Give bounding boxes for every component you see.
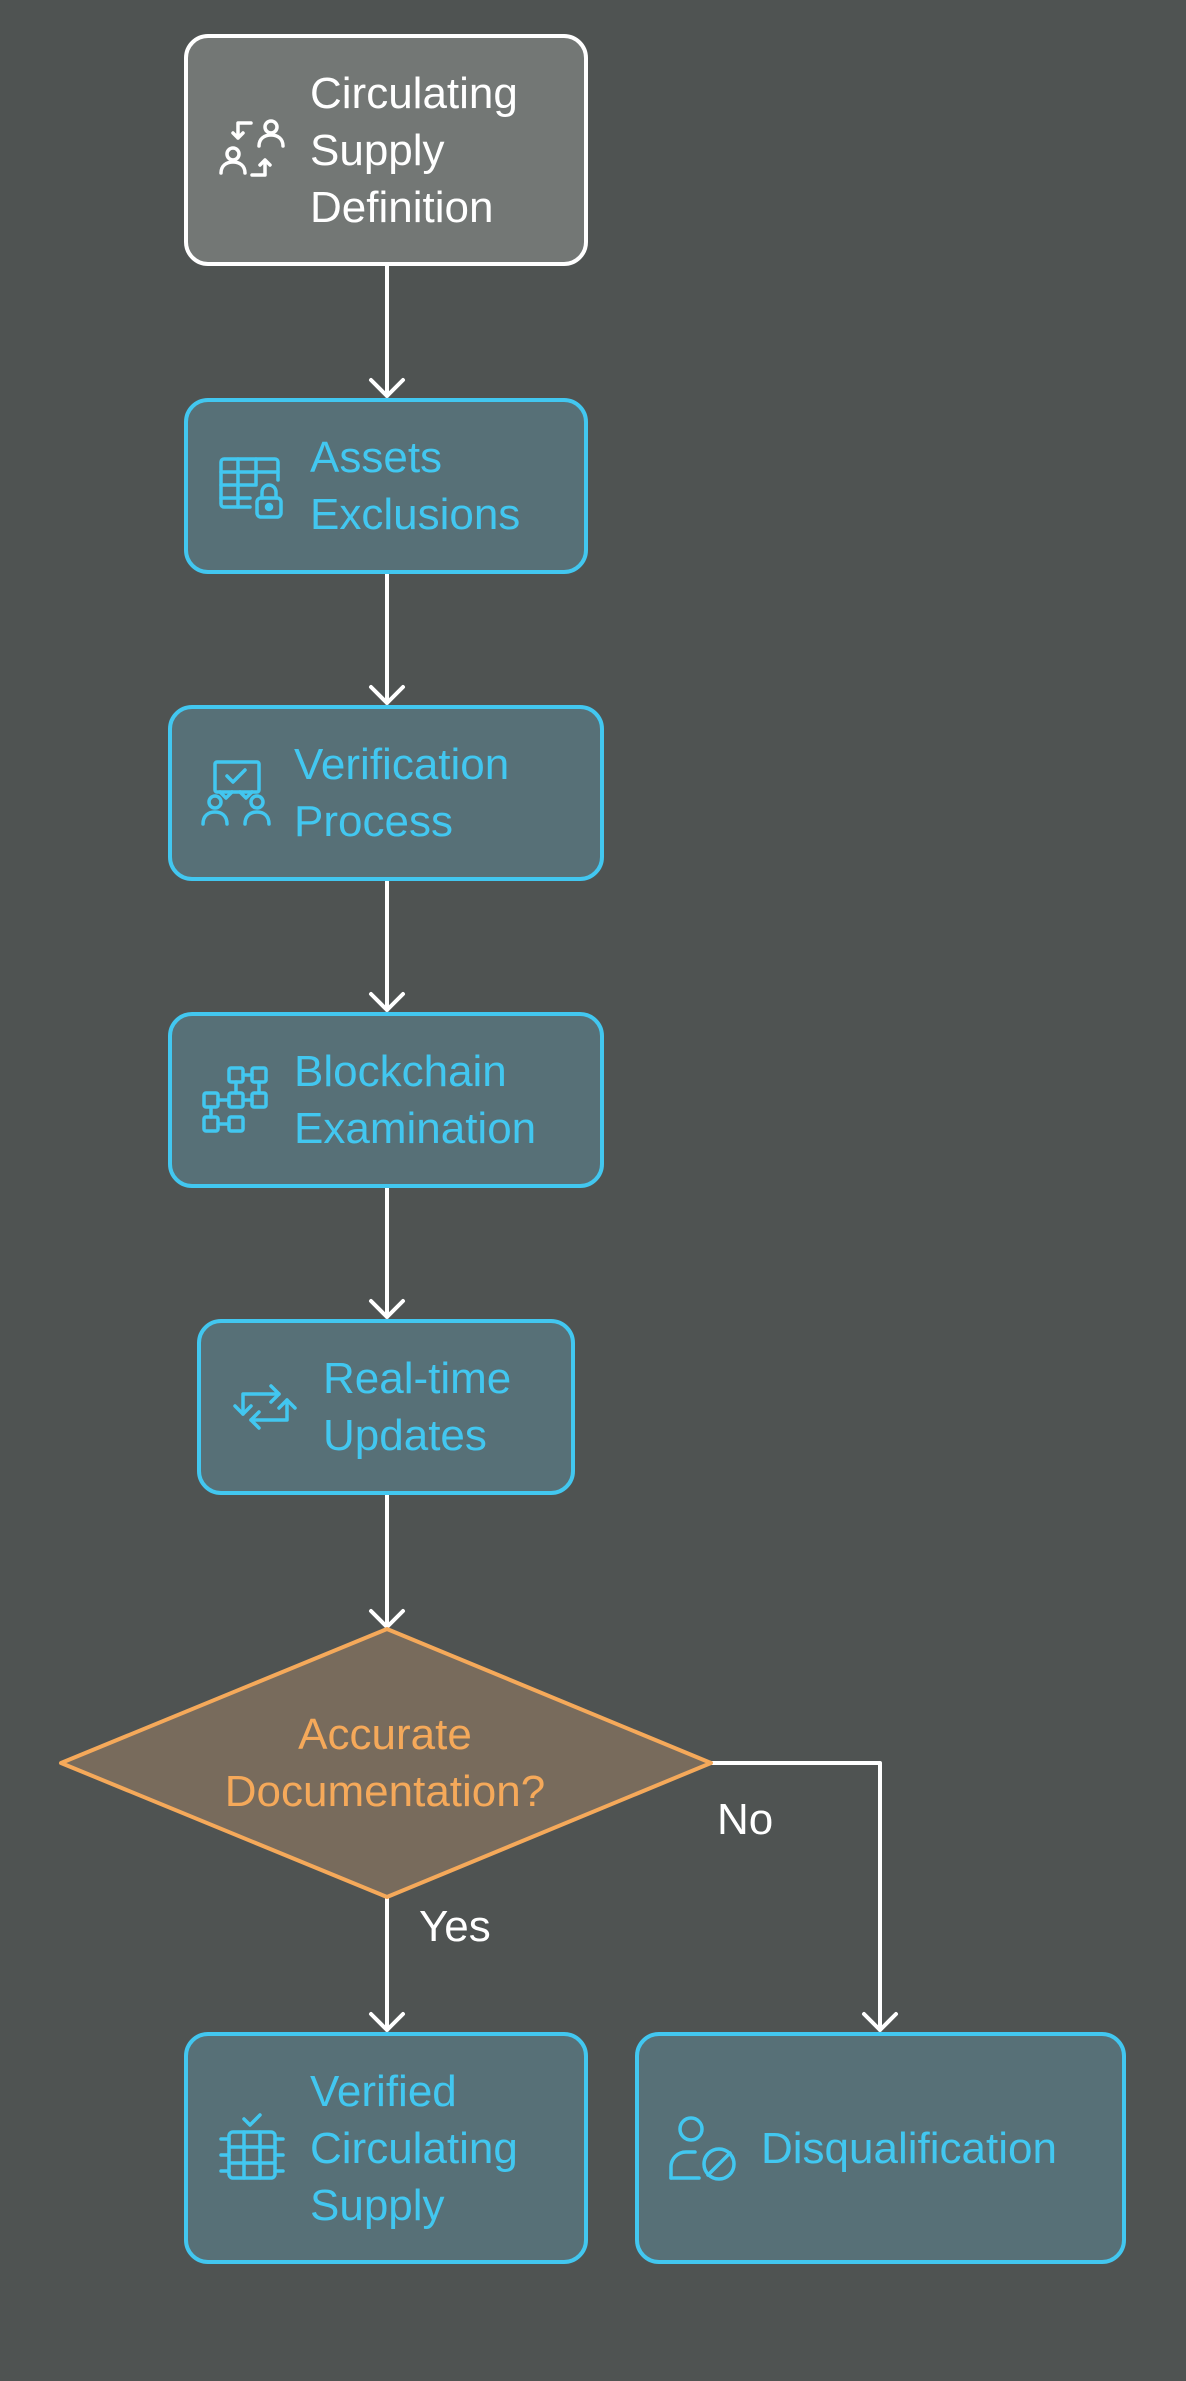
node-label: Disqualification <box>761 2123 1057 2173</box>
node-label: Assets Exclusions <box>310 433 521 539</box>
node-circulating-supply-definition: Circulating Supply Definition <box>184 34 588 266</box>
node-verification-process: Verification Process <box>168 705 604 881</box>
edge-label-yes: Yes <box>419 1902 491 1951</box>
edge-decision-no <box>709 1761 898 2032</box>
swap-users-icon <box>216 114 288 186</box>
verified-stack-icon <box>216 2112 288 2184</box>
repeat-icon <box>229 1371 301 1443</box>
locked-table-icon <box>216 450 288 522</box>
node-label: Blockchain Examination <box>294 1047 537 1153</box>
block-grid-icon <box>200 1064 272 1136</box>
decision-label: Accurate Documentation? <box>224 1710 546 1816</box>
node-realtime-updates: Real-time Updates <box>197 1319 575 1495</box>
decision-diamond <box>59 1627 713 1899</box>
presentation-users-icon <box>200 757 272 829</box>
node-label: Real-time Updates <box>323 1354 512 1460</box>
edge-label-no: No <box>717 1795 774 1844</box>
edge-start-to-assets <box>369 262 405 398</box>
node-label: Verification Process <box>294 740 510 846</box>
node-blockchain-examination: Blockchain Examination <box>168 1012 604 1188</box>
node-label: Circulating Supply Definition <box>310 68 518 232</box>
user-blocked-icon <box>667 2112 739 2184</box>
edge-blockchain-to-realtime <box>369 1184 405 1319</box>
edge-decision-yes <box>369 1895 405 2032</box>
node-assets-exclusions: Assets Exclusions <box>184 398 588 574</box>
edge-verification-to-blockchain <box>369 877 405 1012</box>
node-label: Verified Circulating Supply <box>310 2066 518 2230</box>
edge-assets-to-verification <box>369 570 405 705</box>
node-verified-circulating-supply: Verified Circulating Supply <box>184 2032 588 2264</box>
edge-realtime-to-decision <box>369 1491 405 1629</box>
node-disqualification: Disqualification <box>635 2032 1126 2264</box>
